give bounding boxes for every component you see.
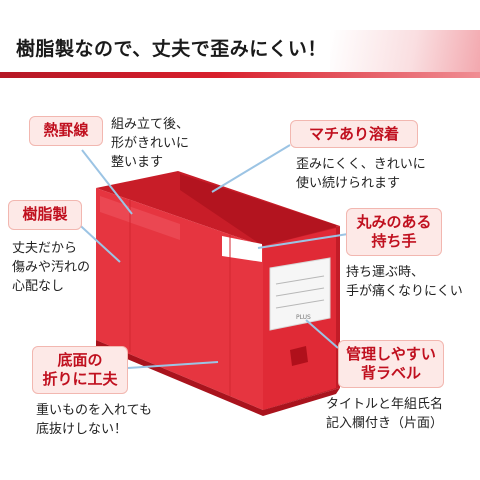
tag-line: 底面の (57, 351, 103, 369)
tag-line: 持ち手 (371, 231, 417, 250)
spine-finger-hole (290, 346, 308, 366)
desc-line: タイトルと年組氏名 (326, 397, 444, 412)
desc-heat-crease: 組み立て後、 形がきれいに 整います (111, 116, 189, 173)
spine-brand-mark: PLUS (296, 314, 311, 321)
tag-heat-crease: 熱罫線 (29, 116, 103, 146)
tag-line: 管理しやすい (346, 345, 436, 363)
tag-bottom: 底面の 折りに工夫 (32, 346, 128, 394)
tag-line: 折りに工夫 (42, 369, 118, 388)
spine-label (269, 257, 331, 331)
desc-line: 持ち運ぶ時、 (346, 265, 425, 280)
desc-line: 歪みにくく、きれいに (296, 157, 426, 172)
desc-label: タイトルと年組氏名 記入欄付き（片面） (326, 396, 443, 434)
tag-handle: 丸みのある 持ち手 (346, 208, 442, 256)
desc-line: 丈夫だから (12, 241, 78, 256)
tag-resin: 樹脂製 (8, 200, 82, 230)
tag-line: 丸みのある (356, 213, 432, 231)
tag-line: 背ラベル (360, 363, 421, 382)
header-accent-bar (0, 72, 480, 78)
desc-line: 使い続けられます (296, 175, 401, 191)
desc-line: 重いものを入れても (36, 403, 152, 418)
desc-line: 整います (111, 154, 164, 170)
desc-line: 形がきれいに (111, 135, 190, 151)
desc-line: 記入欄付き（片面） (326, 415, 444, 431)
desc-handle: 持ち運ぶ時、 手が痛くなりにくい (346, 264, 463, 302)
desc-resin: 丈夫だから 傷みや汚れの 心配なし (12, 240, 90, 297)
tag-gusset: マチあり溶着 (290, 120, 418, 148)
handle-opening (222, 236, 262, 262)
tag-label: 管理しやすい 背ラベル (338, 340, 444, 388)
page-title: 樹脂製なので、丈夫で歪みにくい！ (16, 38, 327, 60)
desc-line: 傷みや汚れの (12, 259, 91, 275)
desc-line: 底抜けしない！ (36, 421, 128, 437)
box-front-face (96, 188, 263, 410)
desc-line: 組み立て後、 (111, 117, 190, 132)
desc-line: 手が痛くなりにくい (346, 283, 463, 299)
desc-bottom: 重いものを入れても 底抜けしない！ (36, 402, 152, 440)
header-accent-gradient (330, 30, 480, 78)
desc-gusset: 歪みにくく、きれいに 使い続けられます (296, 156, 426, 194)
desc-line: 心配なし (12, 278, 65, 294)
